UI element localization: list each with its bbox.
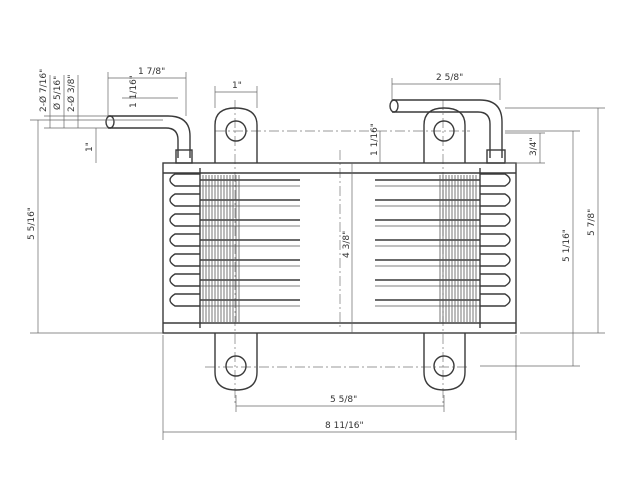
bottom-mounting-tab-left: [214, 333, 258, 391]
inlet-pipe-left: [105, 115, 193, 164]
cap-convolution: [480, 253, 511, 267]
top-mounting-tab-left: [214, 107, 258, 163]
cap-convolution: [480, 173, 511, 187]
core-plates: [200, 179, 480, 307]
cap-convolution: [169, 273, 200, 287]
dim-left-height: 5 5/16": [27, 207, 37, 240]
center-lines: [205, 100, 470, 405]
dim-right-pipe-spacing: 2 5/8": [436, 73, 463, 83]
cooler-body: [162, 162, 517, 334]
cap-convolution: [169, 233, 200, 247]
end-cap-right: [479, 168, 511, 328]
dim-left-pipe-dia-inner: Ø 5/16": [52, 76, 63, 110]
dim-overall-width: 8 11/16": [325, 421, 364, 431]
dim-right-height-outer: 5 7/8": [587, 209, 597, 236]
dim-left-pipe-dia-outer: 2-Ø 7/16": [38, 69, 49, 112]
cap-convolution: [169, 173, 200, 187]
dimension-lines: [30, 72, 605, 440]
cap-convolution: [169, 193, 200, 207]
cap-convolution: [480, 213, 511, 227]
dim-left-pipe-dia-mid: 2-Ø 3/8": [66, 74, 77, 112]
bottom-mounting-tab-right: [423, 333, 466, 391]
dim-right-height-inner: 5 1/16": [562, 229, 572, 262]
fin-hatching-left: [202, 175, 240, 322]
fin-hatching-right: [439, 175, 477, 322]
cap-convolution: [169, 213, 200, 227]
dim-right-tab-height: 1 1/16": [370, 123, 380, 156]
dimension-labels: 8 11/16" 5 5/8" 4 3/8" 5 5/16" 5 1/16" 5…: [27, 67, 597, 431]
dim-left-pipe-offset: 1 7/8": [138, 67, 165, 77]
cap-convolution: [169, 253, 200, 267]
cap-convolution: [480, 233, 511, 247]
dim-left-pipe-drop: 1": [85, 142, 95, 152]
dim-mount-spacing: 5 5/8": [330, 395, 357, 405]
dim-left-pipe-inner: 1 1/16": [129, 75, 139, 108]
cap-convolution: [480, 193, 511, 207]
outlet-pipe-right: [389, 99, 506, 164]
dim-body-height: 4 3/8": [342, 231, 352, 258]
cap-convolution: [169, 293, 200, 307]
cap-convolution: [480, 273, 511, 287]
dim-tab-width: 1": [232, 81, 242, 91]
end-cap-left: [169, 168, 201, 328]
top-mounting-tab-right: [423, 107, 466, 163]
cap-convolution: [480, 293, 511, 307]
dim-right-edge-offset: 3/4": [529, 137, 539, 156]
